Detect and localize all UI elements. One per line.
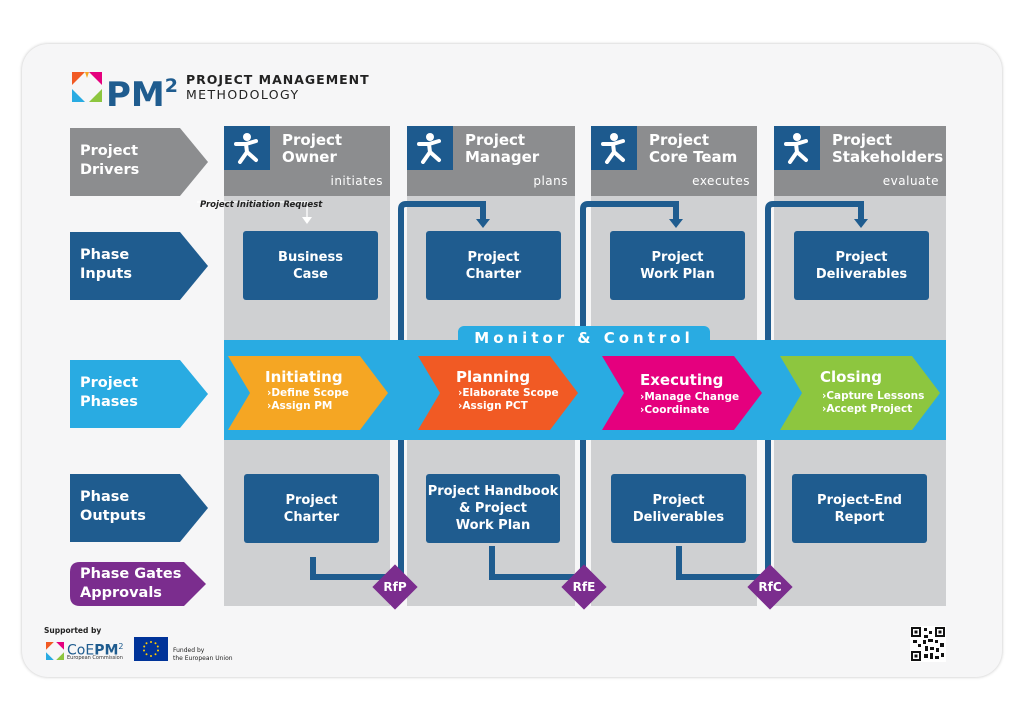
gate-rfc-label: RfC bbox=[758, 580, 782, 594]
column-verb: plans bbox=[533, 174, 568, 188]
coepm2-subtitle: European Commission bbox=[67, 655, 123, 661]
coepm2-logo-icon bbox=[46, 642, 64, 660]
column-verb: executes bbox=[692, 174, 750, 188]
person-walking-icon bbox=[224, 126, 270, 170]
supported-by-label: Supported by bbox=[44, 626, 102, 635]
person-walking-icon bbox=[774, 126, 820, 170]
diagram-card: PM2 PROJECT MANAGEMENT METHODOLOGY Proje… bbox=[22, 44, 1002, 677]
logo-line-1: PROJECT MANAGEMENT bbox=[186, 72, 370, 87]
logo-line-2: METHODOLOGY bbox=[186, 87, 300, 102]
monitor-control-label: Monitor & Control bbox=[458, 326, 710, 350]
phase-executing: Executing ›Manage Change›Coordinate bbox=[602, 356, 762, 430]
phase-initiating: Initiating ›Define Scope›Assign PM bbox=[228, 356, 388, 430]
person-walking-icon bbox=[591, 126, 637, 170]
qr-code-icon bbox=[910, 626, 946, 662]
gate-rfe-label: RfE bbox=[572, 580, 596, 594]
gate-rfp-label: RfP bbox=[383, 580, 407, 594]
pm2-logo-icon bbox=[72, 72, 102, 102]
eu-flag-icon bbox=[134, 637, 168, 661]
column-verb: evaluate bbox=[882, 174, 939, 188]
phase-planning: Planning ›Elaborate Scope›Assign PCT bbox=[418, 356, 578, 430]
column-verb: initiates bbox=[330, 174, 383, 188]
initiation-request-label: Project Initiation Request bbox=[200, 200, 323, 210]
person-walking-icon bbox=[407, 126, 453, 170]
coepm2-logo-text: CoEPM2 bbox=[67, 642, 124, 659]
phase-closing: Closing ›Capture Lessons›Accept Project bbox=[780, 356, 940, 430]
logo-mark: PM2 bbox=[106, 75, 178, 115]
